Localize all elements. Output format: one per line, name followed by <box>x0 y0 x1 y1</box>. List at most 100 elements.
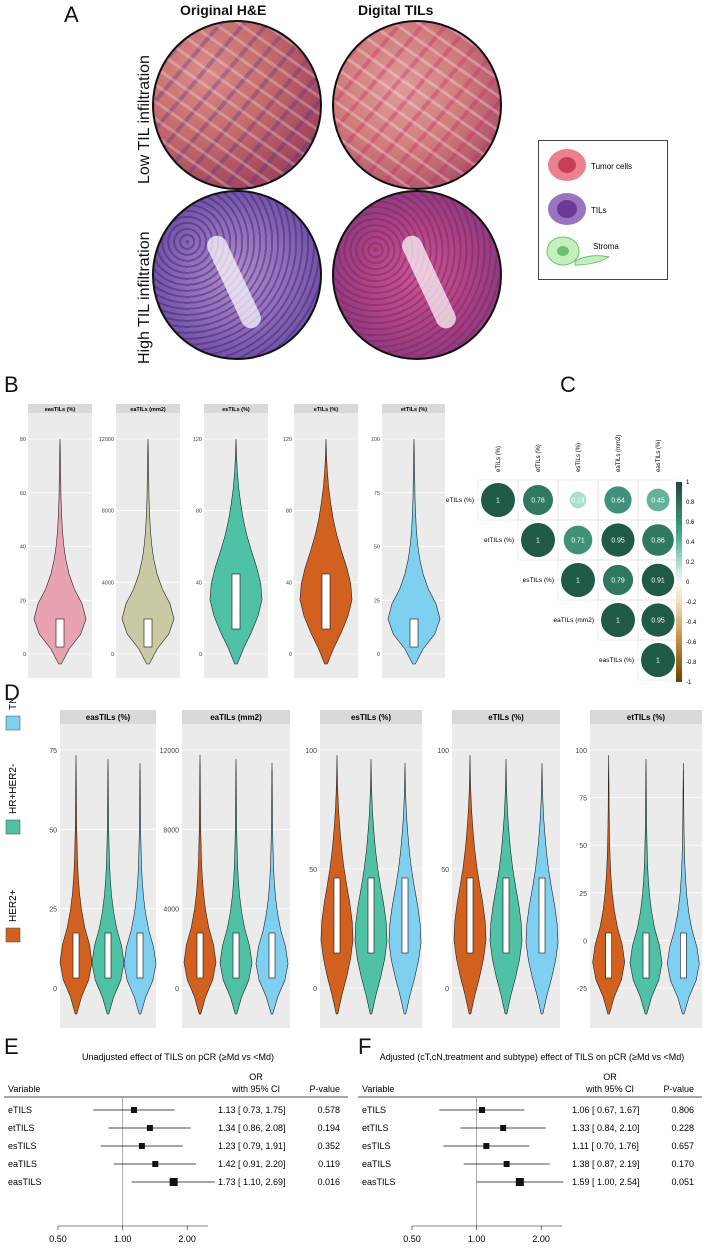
boxplot-b-4 <box>409 618 419 648</box>
forest-ci-header: with 95% CI <box>585 1084 634 1094</box>
facet-b-tick: 0 <box>289 652 292 658</box>
colorbar-tick: 0 <box>686 580 690 586</box>
corr-col-label-2: esTILs (%) <box>576 443 582 472</box>
facet-b-strip-2 <box>204 404 268 413</box>
legend-til-label: TILs <box>591 206 607 215</box>
forest-var-header: Variable <box>8 1084 40 1094</box>
forest-or-text-3: 1.42 [ 0.91, 2.20] <box>218 1159 286 1169</box>
corr-row-label-4: easTILs (%) <box>599 657 634 664</box>
facet-d-tick: 4000 <box>163 907 179 914</box>
forest-p-4: 0.051 <box>671 1177 694 1187</box>
facet-b-tick: 8000 <box>102 509 114 515</box>
corr-circle-4-4 <box>641 643 675 677</box>
digital-image-high <box>332 190 502 360</box>
corr-value-0-4: 0.45 <box>651 498 665 505</box>
colorbar-tick: 0.4 <box>686 540 695 546</box>
forest-title: Adjusted (cT,cN,treatment and subtype) e… <box>380 1052 685 1062</box>
facet-b-title-3: eTILs (%) <box>314 407 339 413</box>
panel-f-forest: Adjusted (cT,cN,treatment and subtype) e… <box>358 1052 702 1244</box>
corr-row-label-1: etTILs (%) <box>484 537 514 544</box>
corr-circle-1-1 <box>521 523 555 557</box>
forest-var-3: eaTILS <box>362 1159 391 1169</box>
legend-d-label-0: TN <box>8 700 19 710</box>
facet-d-tick: 75 <box>579 796 587 803</box>
corr-value-0-2: 0.24 <box>571 498 585 505</box>
forest-p-3: 0.119 <box>318 1159 340 1169</box>
facet-b-tick: 40 <box>286 580 292 586</box>
facet-b-tick: 60 <box>20 491 26 497</box>
corr-col-label-4: easTILs (%) <box>656 440 662 472</box>
boxplot-d-2-0 <box>333 877 341 954</box>
boxplot-b-2 <box>231 573 241 630</box>
violin-d-1-0 <box>183 754 217 1015</box>
facet-b-strip-1 <box>116 404 180 413</box>
violin-d-1-1 <box>219 758 253 1015</box>
he-image-low <box>152 20 322 190</box>
violin-b-3 <box>299 438 353 665</box>
facet-b-strip-3 <box>294 404 358 413</box>
facet-b-tick: 120 <box>193 437 202 443</box>
corr-value-0-1: 0.78 <box>531 498 545 505</box>
panel-a-label: A <box>64 2 79 27</box>
violin-b-0 <box>33 438 87 665</box>
forest-p-header: P-value <box>309 1084 340 1094</box>
violin-d-4-0 <box>592 754 626 1015</box>
violin-b-1 <box>121 438 175 665</box>
facet-d-tick: 50 <box>49 827 57 834</box>
forest-point-1 <box>146 1125 153 1131</box>
boxplot-d-1-2 <box>268 932 276 979</box>
forest-point-3 <box>503 1161 510 1167</box>
forest-or-text-0: 1.13 [ 0.73, 1.75] <box>218 1105 286 1115</box>
forest-axis-label: 2.00 <box>532 1234 550 1244</box>
corr-value-4-4: 1 <box>656 658 660 665</box>
facet-b-tick: 40 <box>20 545 26 551</box>
violin-d-0-2 <box>123 762 157 1015</box>
corr-col-label-3: eaTILs (mm2) <box>616 435 622 472</box>
facet-d-tick: 100 <box>575 748 587 755</box>
forest-axis-label: 0.50 <box>403 1234 421 1244</box>
corr-circle-0-3 <box>604 486 632 514</box>
corr-value-1-1: 1 <box>536 538 540 545</box>
forest-var-1: etTILS <box>362 1123 389 1133</box>
col-header-digital: Digital TILs <box>358 2 434 18</box>
facet-d-title-3: eTILs (%) <box>488 713 524 722</box>
legend-d-swatch-2 <box>5 927 21 943</box>
facet-d-tick: 0 <box>313 986 317 993</box>
corr-value-1-3: 0.95 <box>611 538 625 545</box>
boxplot-d-1-0 <box>196 932 204 979</box>
boxplot-d-2-1 <box>367 877 375 954</box>
facet-d-tick: 25 <box>579 891 587 898</box>
colorbar-tick: 0.6 <box>686 520 695 526</box>
forest-var-0: eTILS <box>8 1105 32 1115</box>
facet-b-tick: 50 <box>374 545 380 551</box>
forest-ci-header: with 95% CI <box>231 1084 280 1094</box>
facet-d-strip-2 <box>320 710 422 724</box>
facet-b-tick: 80 <box>196 509 202 515</box>
facet-d-tick: 50 <box>441 867 449 874</box>
panel-b-label: B <box>4 372 19 397</box>
facet-d-tick: 0 <box>583 938 587 945</box>
colorbar <box>676 482 682 682</box>
til-icon <box>548 193 586 225</box>
corr-value-0-3: 0.64 <box>611 498 625 505</box>
facet-d-tick: 50 <box>309 867 317 874</box>
forest-point-3 <box>152 1161 159 1167</box>
facet-b-tick: 20 <box>20 598 26 604</box>
corr-value-3-4: 0.95 <box>651 618 665 625</box>
corr-circle-0-1 <box>522 484 554 516</box>
facet-d-tick: 0 <box>175 986 179 993</box>
violin-d-0-1 <box>91 758 125 1015</box>
boxplot-d-0-2 <box>136 932 144 979</box>
corr-circle-0-0 <box>481 483 515 517</box>
facet-b-tick: 0 <box>23 652 26 658</box>
corr-circle-1-3 <box>601 523 635 557</box>
facet-d-tick: 0 <box>445 986 449 993</box>
colorbar-tick: 1 <box>686 480 690 486</box>
forest-p-3: 0.170 <box>671 1159 694 1169</box>
boxplot-d-4-2 <box>680 932 687 979</box>
facet-b-title-0: easTILs (%) <box>45 407 76 413</box>
violin-d-0-0 <box>59 754 93 1015</box>
colorbar-tick: -0.2 <box>686 600 697 606</box>
facet-d-tick: -25 <box>577 986 587 993</box>
